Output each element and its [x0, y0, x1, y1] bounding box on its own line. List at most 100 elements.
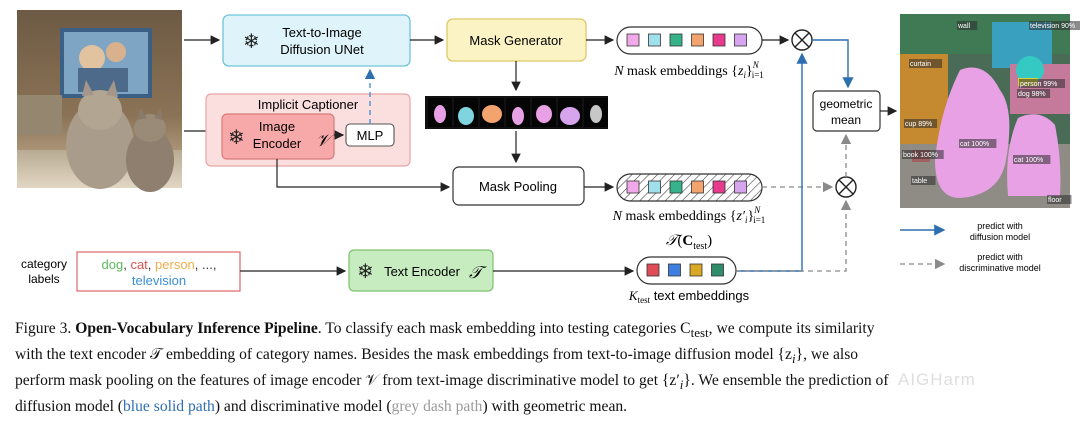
segmentation-label: television 90% — [1030, 23, 1075, 30]
mask-silhouette — [560, 107, 580, 125]
segmentation-label-background — [902, 150, 944, 159]
caption-line-1: Figure 3. Open-Vocabulary Inference Pipe… — [15, 318, 1070, 344]
mask-embedding-swatch — [734, 180, 747, 194]
mask-embedding-swatch — [734, 33, 747, 47]
caption-text: . To classify each mask embedding into t… — [317, 320, 691, 337]
caption-blue-path: blue solid path — [123, 398, 215, 416]
mask-pooling-label: Mask Pooling — [479, 179, 557, 194]
figure-caption: Figure 3. Open-Vocabulary Inference Pipe… — [15, 318, 1070, 418]
caption-text: ) and discriminative model ( — [214, 398, 392, 416]
snowflake-icon: ❄ — [228, 127, 245, 149]
implicit-captioner-label: Implicit Captioner — [258, 97, 359, 112]
category-dog: dog — [102, 257, 124, 272]
multiply-icon-bottom — [835, 176, 857, 198]
image-encoder-label-line1: Image — [259, 119, 295, 134]
category-ellipsis: ... — [202, 257, 213, 272]
discriminative-embedding-swatches — [626, 180, 747, 194]
mask-silhouette — [590, 105, 602, 123]
segmentation-label-background — [957, 21, 978, 30]
mask-silhouette — [434, 105, 446, 123]
segmentation-label-background — [911, 176, 936, 185]
text-embeddings-label: Ktest text embeddings — [628, 288, 750, 305]
snowflake-icon: ❄ — [357, 261, 374, 283]
caption-figure-label: Figure 3. — [15, 320, 72, 337]
category-names-box: dog, cat, person, ..., television — [76, 251, 241, 292]
binary-masks-strip — [425, 96, 608, 129]
segmentation-label: cup 89% — [905, 121, 932, 128]
watermark: AIGHarm — [898, 370, 976, 389]
caption-text: diffusion model ( — [15, 398, 123, 416]
mask-silhouette — [512, 107, 524, 125]
segmentation-label-background — [1013, 155, 1051, 164]
segmentation-label: cat 100% — [960, 141, 989, 148]
unet-label-line2: Diffusion UNet — [280, 42, 364, 57]
caption-line-2: with the text encoder 𝒯 embedding of cat… — [15, 346, 859, 367]
mask-embedding-swatch — [626, 180, 640, 194]
legend-solid-line2: diffusion model — [970, 232, 1030, 242]
mask-embeddings-diffusion — [616, 26, 763, 55]
segmentation-label: floor — [1048, 197, 1062, 204]
mask-embedding-swatch — [669, 180, 683, 194]
mask-pooling-block: Mask Pooling — [452, 166, 585, 206]
segmentation-label: person 99% — [1020, 81, 1057, 88]
mask-embedding-swatch — [648, 33, 661, 47]
snowflake-icon: ❄ — [243, 31, 260, 53]
text-embedding-swatches — [646, 263, 724, 277]
caption-subscript: test — [690, 325, 709, 341]
image-encoder-block — [221, 113, 335, 160]
text-embeddings — [636, 256, 737, 285]
text-embeddings-top-label: 𝒯(Ctest) — [666, 233, 712, 252]
legend: predict with diffusion model predict wit… — [900, 221, 1041, 273]
segmentation-label-background — [1017, 89, 1051, 98]
mask-embedding-swatch — [712, 33, 726, 47]
mask-generator-block: Mask Generator — [446, 18, 587, 62]
segmentation-label: book 100% — [903, 152, 938, 159]
segmentation-label: cat 100% — [1014, 157, 1043, 164]
category-television: television — [132, 273, 186, 288]
mask-embedding-swatch — [626, 33, 640, 47]
segmentation-label-background — [1019, 79, 1065, 88]
legend-dashed-line2: discriminative model — [959, 263, 1041, 273]
blue-path-to-geometric-mean — [812, 39, 854, 89]
caption-title: Open-Vocabulary Inference Pipeline — [75, 320, 318, 337]
text-embedding-swatch — [711, 263, 724, 277]
legend-solid-line1: predict with — [977, 221, 1023, 231]
geometric-mean-label-line1: geometric — [820, 97, 873, 111]
segmentation-label: dog 98% — [1018, 91, 1046, 98]
mlp-label: MLP — [357, 128, 384, 143]
segmentation-label: wall — [957, 23, 971, 30]
text-encoder-block: ❄ Text Encoder 𝒯 — [348, 249, 494, 292]
caption-text: ) with geometric mean. — [482, 398, 628, 416]
category-labels-line2: labels — [28, 272, 59, 286]
caption-text: }, we also — [795, 346, 859, 364]
mask-embedding-swatch — [669, 33, 683, 47]
mask-embedding-swatch — [691, 33, 704, 47]
caption-line-3: perform mask pooling on the features of … — [15, 372, 889, 393]
image-encoder-label-line2: Encoder — [253, 136, 302, 151]
mask-silhouette — [536, 105, 552, 123]
multiply-icon-top — [791, 29, 813, 51]
unet-label-line1: Text-to-Image — [282, 25, 361, 40]
pipeline-diagram: ❄ Text-to-Image Diffusion UNet Mask Gene… — [17, 10, 1080, 305]
category-labels-line1: category — [21, 257, 67, 271]
segmentation-label-background — [909, 59, 943, 68]
category-names-line1: dog, cat, person, ..., — [102, 257, 217, 272]
mask-silhouette — [482, 105, 502, 123]
mask-embedding-swatch — [648, 180, 661, 194]
caption-text: }. We ensemble the prediction of — [683, 372, 889, 390]
geometric-mean-block: geometric mean — [812, 90, 881, 132]
segmentation-label-background — [1029, 21, 1080, 30]
segmentation-label-background — [1047, 195, 1072, 204]
caption-text: , we compute its similarity — [708, 320, 875, 337]
text-embedding-swatch — [689, 263, 703, 277]
implicit-captioner-block: Implicit Captioner ❄ Image Encoder 𝒱 MLP — [205, 93, 411, 167]
geometric-mean-label-line2: mean — [831, 113, 861, 127]
text-embedding-swatch — [646, 263, 660, 277]
category-cat: cat — [130, 257, 148, 272]
input-photo — [17, 10, 182, 192]
mask-embedding-swatch — [691, 180, 704, 194]
